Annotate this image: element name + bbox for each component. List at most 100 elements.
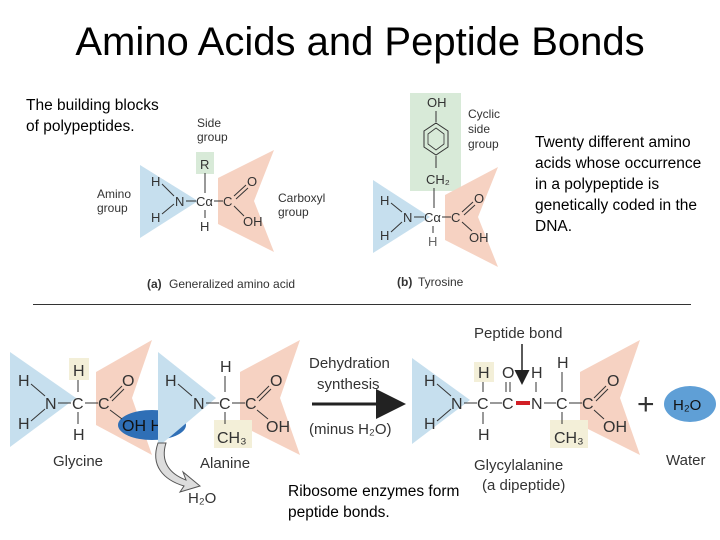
water-formula: H₂O (673, 397, 701, 414)
dipeptide-h-left-top: H (424, 373, 436, 390)
glycylalanine-molecule: Peptide bond H H N C H H C O N H C H CH₃… (412, 325, 640, 494)
panel-b-o: O (474, 191, 484, 206)
alanine-carboxyl-group-shape (240, 340, 300, 455)
bond-line (233, 184, 247, 197)
released-water-arrow (155, 442, 202, 493)
panel-b-ca: Cα (424, 210, 441, 225)
bond-line (461, 201, 474, 213)
glycine-h-left-top: H (18, 373, 30, 390)
panel-a-carboxyl-label-2: group (278, 205, 309, 219)
panel-b-oh-top: OH (427, 95, 447, 110)
panel-a-amino-label-2: group (97, 201, 128, 215)
panel-a-h-top: H (151, 174, 160, 189)
panel-b-oh: OH (469, 230, 489, 245)
water-label: Water (666, 452, 705, 469)
bond-line (390, 221, 403, 233)
glycine-c: C (98, 396, 110, 413)
dipeptide-n2: N (531, 396, 543, 413)
alanine-molecule: H N C H CH₃ C O OH Alanine (158, 340, 300, 472)
dipeptide-c4: C (582, 396, 594, 413)
alanine-ca: C (219, 396, 231, 413)
building-blocks-note: The building blocks of polypeptides. (26, 97, 159, 135)
bond-line (463, 204, 476, 216)
glycine-oh-h: OH H (122, 418, 162, 435)
bond-line (111, 388, 125, 402)
alanine-oh: OH (266, 419, 290, 436)
bond-line (436, 408, 452, 422)
minus-water-label: (minus H₂O) (309, 421, 392, 438)
bond-line (233, 205, 245, 217)
panel-b-caption: Tyrosine (418, 275, 464, 289)
bond-line (390, 202, 403, 213)
dipeptide-c1: C (477, 396, 489, 413)
panel-a-caption-letter: (a) (147, 277, 162, 291)
alanine-amino-group-shape (158, 352, 216, 447)
bond-line (256, 385, 270, 399)
bond-line (595, 388, 609, 402)
alanine-label: Alanine (200, 455, 250, 472)
dipeptide-o-end: O (607, 373, 619, 390)
panel-b-h-bottom: H (380, 228, 389, 243)
dipeptide-label: (a dipeptide) (482, 477, 565, 494)
alanine-n: N (193, 396, 205, 413)
glycylalanine-label: Glycylalanine (474, 457, 563, 474)
alanine-ch3: CH₃ (217, 430, 247, 447)
dipeptide-amino-group-shape (412, 358, 470, 444)
panel-a-o: O (247, 174, 257, 189)
panel-a-carboxyl-group-shape (218, 150, 274, 252)
ribosome-note: Ribosome enzymes form peptide bonds. (288, 483, 460, 521)
dipeptide-h-bottom-1: H (478, 427, 490, 444)
panel-a-n: N (175, 194, 184, 209)
panel-b-benzene-inner (427, 127, 445, 151)
bond-line (235, 187, 249, 200)
dipeptide-side-ch3-shape (550, 420, 588, 448)
dehydration-step: Dehydration synthesis (minus H₂O) (309, 355, 406, 438)
glycine-label: Glycine (53, 453, 103, 470)
panel-b-benzene-ring (423, 122, 449, 156)
alanine-h-top: H (220, 359, 232, 376)
panel-a-c: C (223, 194, 232, 209)
panel-b-cyclic-side-group-shape (410, 93, 461, 191)
panel-b-tyrosine: OH CH₂ Cyclic side group H H N Cα H C O … (373, 93, 500, 289)
bond-line (258, 388, 272, 402)
panel-a-side-label-1: Side (197, 116, 221, 130)
panel-a-carboxyl-label-1: Carboxyl (278, 191, 325, 205)
panel-a-amino-label-1: Amino (97, 187, 131, 201)
panel-b-caption-letter: (b) (397, 275, 412, 289)
water-oval (664, 386, 716, 422)
bond-line (593, 385, 607, 399)
plus-sign: + (637, 388, 655, 421)
dehydration-label-1: Dehydration (309, 355, 390, 372)
panel-b-c: C (451, 210, 460, 225)
panel-a-generalized-amino-acid: Side group R Amino group H H N Cα H C O … (97, 116, 325, 291)
glycine-h-bottom: H (73, 427, 85, 444)
panel-a-h-below: H (200, 219, 209, 234)
section-divider (33, 304, 691, 305)
panel-a-oh: OH (243, 214, 263, 229)
dipeptide-h-top-2: H (531, 365, 543, 382)
dipeptide-h-top-1: H (478, 365, 490, 382)
alanine-side-group-shape (214, 420, 252, 448)
bond-line (177, 383, 193, 397)
dipeptide-o: O (502, 365, 514, 382)
dipeptide-c3: C (556, 396, 568, 413)
glycine-h-top: H (73, 363, 85, 380)
bond-line (109, 409, 123, 420)
panel-a-side-group-shape (196, 152, 214, 174)
alanine-h-left-top: H (165, 373, 177, 390)
dipeptide-h-left-bottom: H (424, 416, 436, 433)
alanine-o: O (270, 373, 282, 390)
released-water-label: H₂O (188, 490, 216, 507)
panel-a-ca: Cα (196, 194, 213, 209)
glycine-side-h-shape (69, 358, 89, 380)
glycine-ca: C (72, 396, 84, 413)
panel-b-amino-group-shape (373, 180, 430, 253)
glycine-n: N (45, 396, 57, 413)
bond-line (593, 409, 605, 420)
bond-line (161, 183, 175, 197)
glycine-o: O (122, 373, 134, 390)
dipeptide-ch3: CH₃ (554, 430, 584, 447)
glycine-amino-group-shape (10, 352, 76, 447)
dipeptide-c2: C (502, 396, 514, 413)
